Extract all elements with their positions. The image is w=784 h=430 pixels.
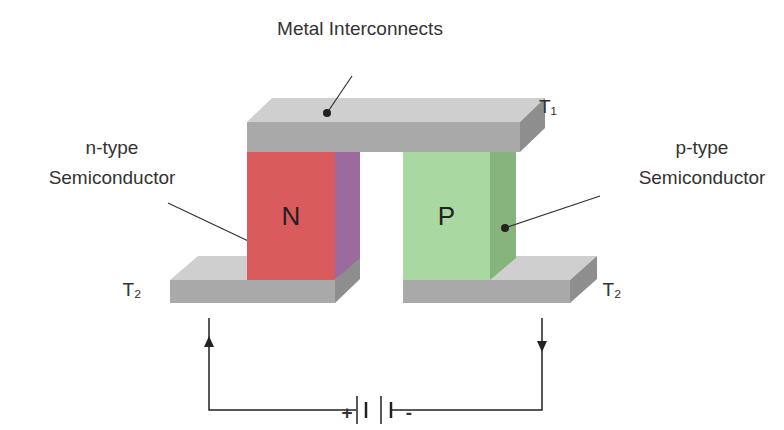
leader-line <box>327 76 352 113</box>
plate-top <box>247 98 545 122</box>
n-block-side <box>335 130 360 280</box>
battery-plate <box>365 402 368 418</box>
battery-plate <box>380 396 382 424</box>
block-letter: P <box>438 201 455 232</box>
battery-symbol <box>357 396 391 424</box>
p-block-side <box>490 130 516 280</box>
temperature-label: T₁ <box>530 92 566 122</box>
part-label: Metal Interconnects <box>275 14 445 44</box>
leader-dot <box>501 224 509 232</box>
wire <box>392 318 542 410</box>
n-type-block: N <box>247 152 335 280</box>
part-label: n-type Semiconductor <box>32 133 192 193</box>
battery-plate <box>356 396 358 424</box>
temperature-label: T₂ <box>594 275 630 305</box>
plate-front <box>170 280 335 303</box>
temperature-label: T₂ <box>114 275 150 305</box>
wire <box>209 318 356 410</box>
current-arrow <box>537 341 547 352</box>
p-type-block: P <box>403 152 490 280</box>
leader-dot <box>323 109 331 117</box>
plate-side <box>570 256 597 303</box>
part-label: p-type Semiconductor <box>624 133 780 193</box>
polarity-sign: + <box>337 402 357 424</box>
polarity-sign: - <box>399 402 419 424</box>
plate-front <box>403 280 570 303</box>
block-letter: N <box>282 201 301 232</box>
leader-line <box>505 196 600 228</box>
plate-front <box>247 122 520 152</box>
current-arrow <box>204 336 214 347</box>
battery-plate <box>390 402 393 418</box>
